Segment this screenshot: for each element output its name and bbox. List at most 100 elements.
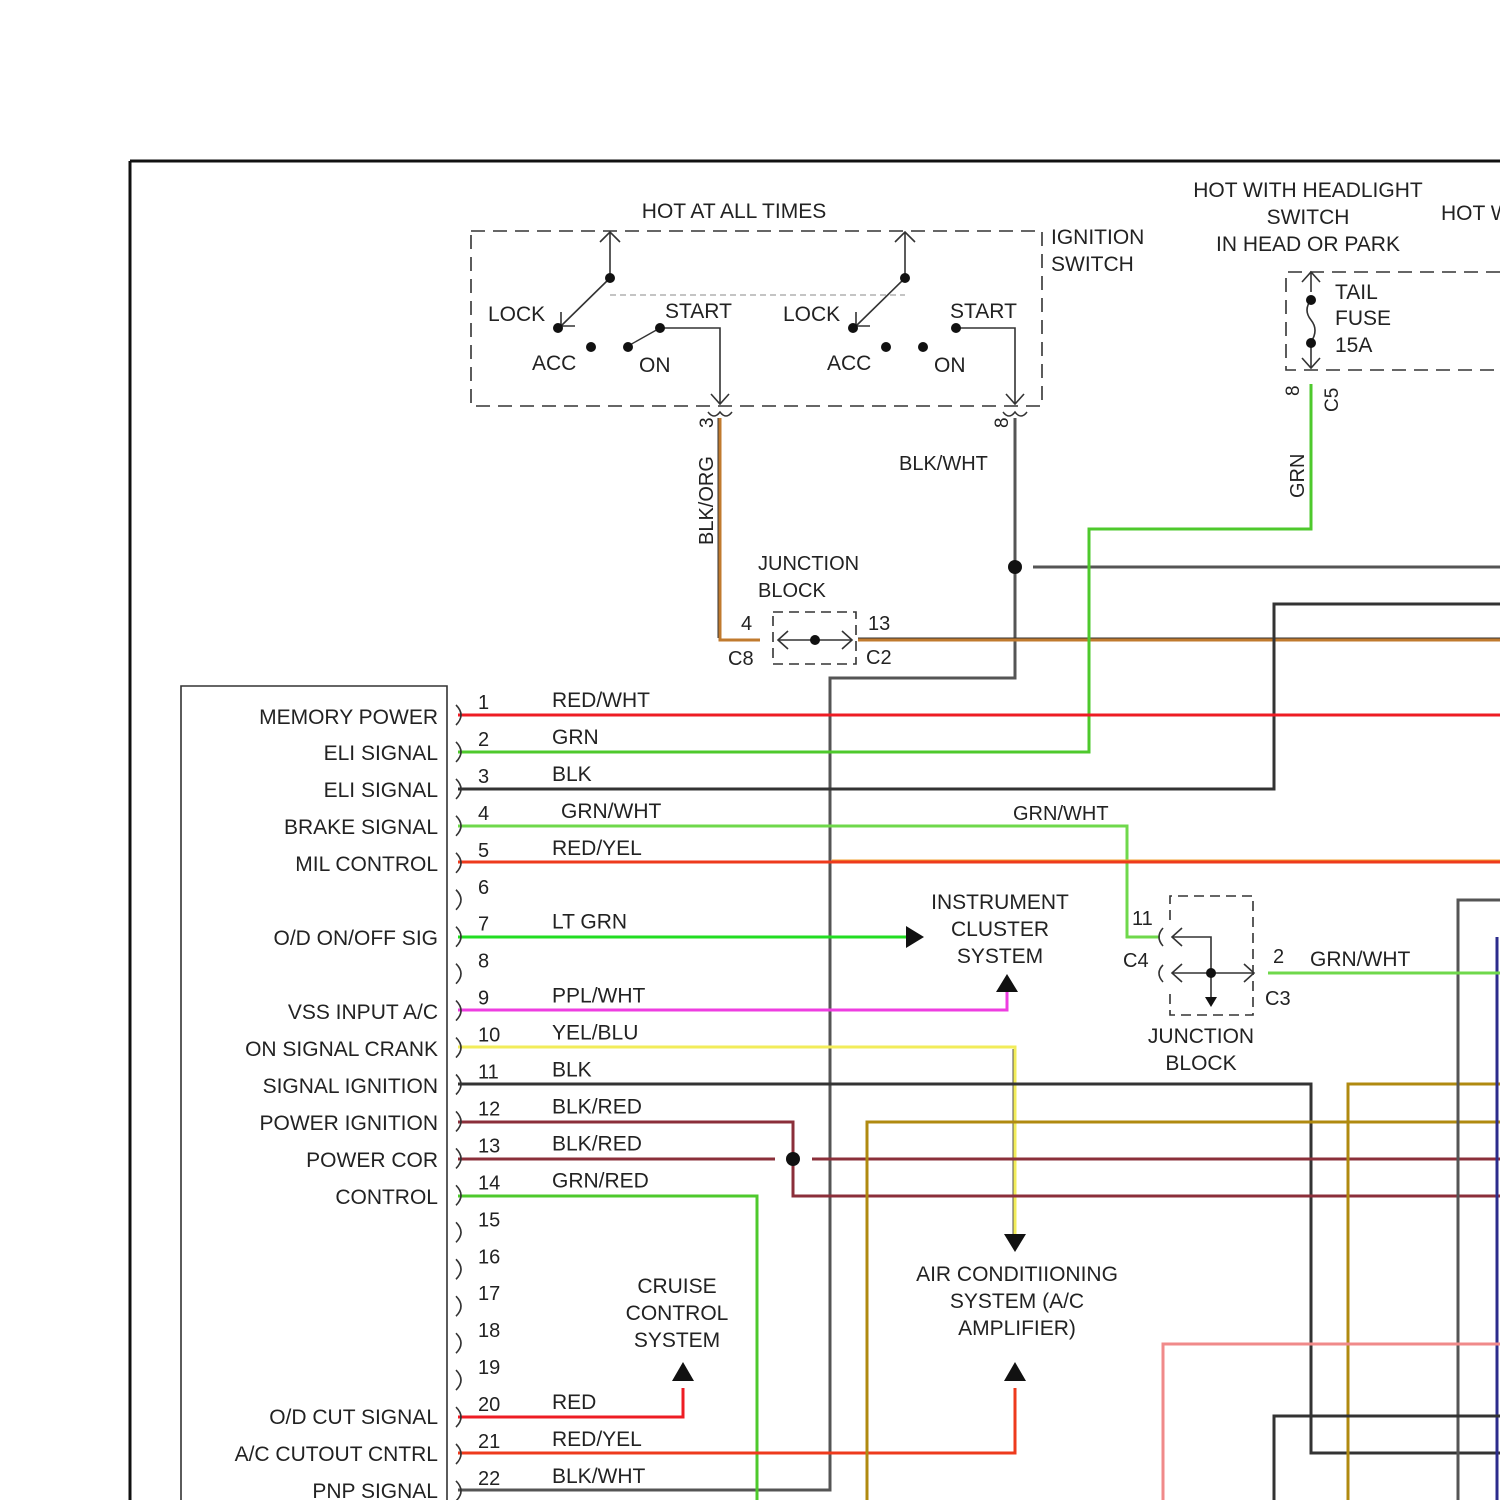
pin-number: 21 bbox=[478, 1431, 500, 1453]
junction-block-1-label-2: BLOCK bbox=[758, 580, 826, 602]
pin-function-label: O/D CUT SIGNAL bbox=[269, 1406, 438, 1429]
jb2-wire-out: GRN/WHT bbox=[1310, 948, 1410, 971]
pin-function-label: PNP SIGNAL bbox=[312, 1480, 438, 1500]
instrument-cluster-label-1: INSTRUMENT bbox=[931, 891, 1069, 914]
jb2-pin-2: 2 bbox=[1273, 946, 1284, 968]
pin-number: 5 bbox=[478, 840, 489, 862]
on-label-right: ON bbox=[934, 354, 966, 377]
pin-8-label: 8 bbox=[992, 417, 1013, 428]
on-label-left: ON bbox=[639, 354, 671, 377]
pin-connector-hook bbox=[456, 1222, 461, 1242]
pin-number: 13 bbox=[478, 1135, 500, 1157]
junction-block-2-label-2: BLOCK bbox=[1165, 1052, 1236, 1075]
pin-number: 4 bbox=[478, 803, 489, 825]
pin-connector-hook bbox=[456, 890, 461, 910]
jb1-c8: C8 bbox=[728, 648, 754, 670]
pin-number: 16 bbox=[478, 1246, 500, 1268]
splice-dot-2 bbox=[786, 1152, 800, 1166]
pin-number: 19 bbox=[478, 1357, 500, 1379]
cruise-control-label-1: CRUISE bbox=[637, 1275, 716, 1298]
wire-color-label: BLK/RED bbox=[552, 1132, 642, 1155]
pin-number: 17 bbox=[478, 1283, 500, 1305]
jb2-c3: C3 bbox=[1265, 988, 1291, 1010]
blk-org-label: BLK/ORG bbox=[696, 456, 718, 545]
junction-block-2-label-1: JUNCTION bbox=[1148, 1025, 1254, 1048]
pin-number: 12 bbox=[478, 1098, 500, 1120]
pin-number: 18 bbox=[478, 1320, 500, 1342]
arrow-cruise bbox=[672, 1362, 694, 1381]
wire-color-label: GRN/RED bbox=[552, 1169, 649, 1192]
pin-function-label: CONTROL bbox=[335, 1186, 438, 1209]
pin-number: 6 bbox=[478, 877, 489, 899]
wire-black-right bbox=[1274, 1416, 1500, 1500]
wire-color-label: LT GRN bbox=[552, 911, 627, 934]
acc-label-right: ACC bbox=[827, 352, 871, 375]
wire-color-label: YEL/BLU bbox=[552, 1022, 638, 1045]
wire-olive-2 bbox=[1348, 1084, 1500, 1500]
grn-label: GRN bbox=[1287, 454, 1309, 498]
lock-label-right: LOCK bbox=[783, 303, 840, 326]
ignition-switch-label-1: IGNITION bbox=[1051, 226, 1144, 249]
wire-yel-blu bbox=[458, 1047, 1015, 1236]
acc-label-left: ACC bbox=[532, 352, 576, 375]
cruise-control-label-2: CONTROL bbox=[626, 1302, 729, 1325]
wire-gray-right bbox=[1458, 900, 1500, 1500]
wire-color-label: BLK bbox=[552, 763, 592, 786]
arrow-instrument-cluster bbox=[906, 926, 924, 948]
pin-number: 14 bbox=[478, 1172, 500, 1194]
wire-color-label: PPL/WHT bbox=[552, 985, 646, 1008]
jb1-c2: C2 bbox=[866, 647, 892, 669]
hot-headlight-label-1: HOT WITH HEADLIGHT bbox=[1193, 179, 1423, 202]
pin-function-label: POWER COR bbox=[306, 1149, 438, 1172]
pin-connector-hook bbox=[456, 1333, 461, 1353]
pin-3-label: 3 bbox=[697, 417, 718, 428]
wire-color-label: GRN bbox=[552, 726, 599, 749]
pin-number: 11 bbox=[478, 1062, 499, 1084]
hot-cut-label: HOT W bbox=[1441, 202, 1500, 225]
pin-8-c5-label: 8 bbox=[1283, 385, 1304, 396]
pin-function-label: A/C CUTOUT CNTRL bbox=[235, 1443, 438, 1466]
instrument-cluster-label-2: CLUSTER bbox=[951, 918, 1049, 941]
switch-connectors bbox=[708, 412, 1027, 416]
switch-contacts bbox=[553, 273, 961, 352]
blk-wht-label: BLK/WHT bbox=[899, 453, 988, 475]
wire-pink-right bbox=[1163, 1344, 1500, 1500]
air-conditioning-label-3: AMPLIFIER) bbox=[958, 1317, 1076, 1340]
ecm-pin-rows: 1RED/WHTMEMORY POWER2GRNELI SIGNAL3BLKEL… bbox=[235, 689, 662, 1500]
pin-function-label: VSS INPUT A/C bbox=[288, 1001, 438, 1024]
wire-red-yel-21 bbox=[458, 1388, 1015, 1453]
pin-number: 7 bbox=[478, 914, 489, 936]
pin-number: 1 bbox=[478, 692, 489, 714]
pin-connector-hook bbox=[456, 1259, 461, 1279]
arrow-up-instrument bbox=[996, 974, 1018, 992]
pin-number: 15 bbox=[478, 1209, 500, 1231]
pin-function-label: POWER IGNITION bbox=[260, 1112, 439, 1135]
wire-color-label: BLK bbox=[552, 1059, 592, 1082]
jb1-pin-13: 13 bbox=[868, 613, 890, 635]
wire-color-label: RED/WHT bbox=[552, 689, 650, 712]
wire-blk-wht bbox=[458, 418, 1015, 1490]
pin-function-label: SIGNAL IGNITION bbox=[263, 1075, 438, 1098]
pin-function-label: ELI SIGNAL bbox=[324, 779, 438, 802]
splice-dot-1 bbox=[1008, 560, 1022, 574]
fuse-label-1: TAIL bbox=[1335, 281, 1378, 304]
jb2-c4: C4 bbox=[1123, 950, 1149, 972]
pin-function-label: MEMORY POWER bbox=[259, 706, 438, 729]
junction-block-1-label-1: JUNCTION bbox=[758, 553, 859, 575]
pin-number: 8 bbox=[478, 951, 489, 973]
pin-connector-hook bbox=[456, 1370, 461, 1390]
start-label-right: START bbox=[950, 300, 1017, 323]
pin-number: 3 bbox=[478, 766, 489, 788]
fuse-label-3: 15A bbox=[1335, 334, 1372, 357]
wire-color-label: RED/YEL bbox=[552, 1428, 642, 1451]
wire-color-label: GRN/WHT bbox=[561, 800, 661, 823]
pin-number: 9 bbox=[478, 988, 489, 1010]
pin-connector-hook bbox=[456, 964, 461, 984]
grn-wht-label-mid: GRN/WHT bbox=[1013, 803, 1109, 825]
wire-ppl-wht bbox=[458, 990, 1007, 1010]
cruise-control-label-3: SYSTEM bbox=[634, 1329, 720, 1352]
wire-color-label: BLK/RED bbox=[552, 1095, 642, 1118]
instrument-cluster-label-3: SYSTEM bbox=[957, 945, 1043, 968]
fuse-label-2: FUSE bbox=[1335, 307, 1391, 330]
